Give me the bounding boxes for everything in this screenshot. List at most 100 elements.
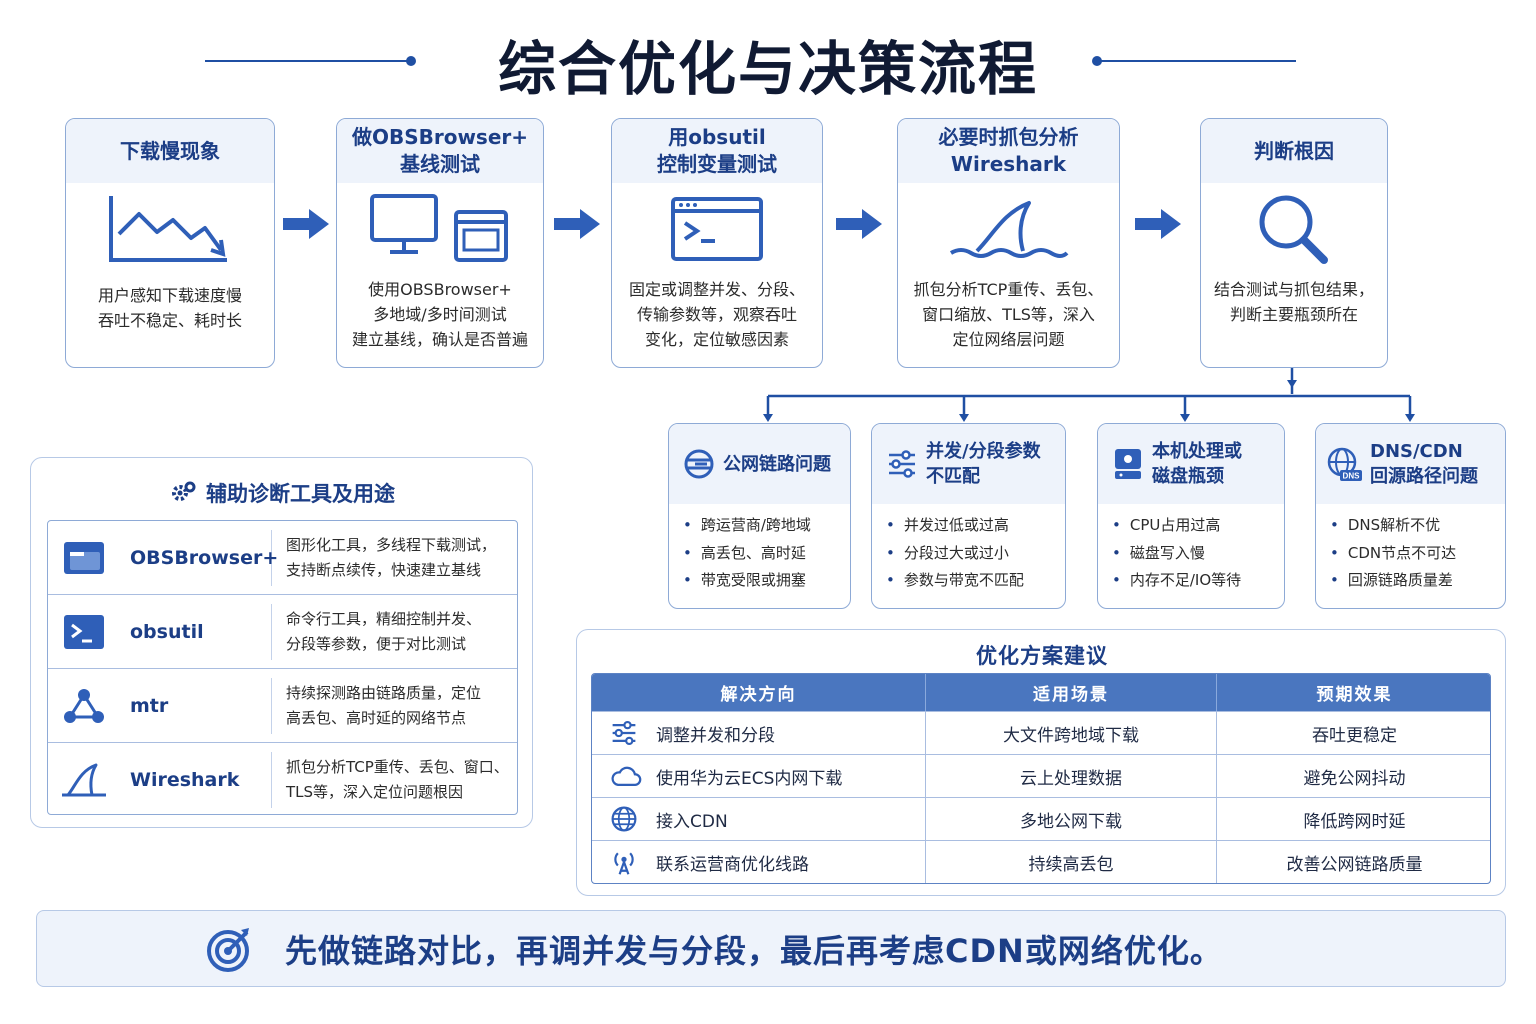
title-left-dot xyxy=(406,56,416,66)
tool-name: mtr xyxy=(120,677,272,734)
tool-row-obsutil: obsutil 命令行工具，精细控制并发、 分段等参数，便于对比测试 xyxy=(48,595,517,669)
page-title: 综合优化与决策流程 xyxy=(497,35,1038,103)
row-direction: 调整并发和分段 xyxy=(656,725,775,746)
row-effect: 改善公网链路质量 xyxy=(1286,854,1423,875)
sliders-icon xyxy=(612,720,636,746)
tool-desc-line: TLS等，深入定位问题根因 xyxy=(286,783,464,801)
flow-arrow xyxy=(1135,209,1181,239)
header-effect: 预期效果 xyxy=(1316,685,1393,705)
dns-globe-icon: DNS xyxy=(1327,447,1362,481)
problem-item: CDN节点不可达 xyxy=(1330,540,1505,568)
problem-title-line: 本机处理或 xyxy=(1152,441,1242,462)
tools-panel-title: 辅助诊断工具及用途 xyxy=(31,478,534,510)
step-card-baseline: 做OBSBrowser+ 基线测试 使用OBSBrowser+ 多地域/多时间测… xyxy=(336,118,544,368)
problem-card-local-disk: 本机处理或 磁盘瓶颈 CPU占用过高 磁盘写入慢 内存不足/IO等待 xyxy=(1097,423,1285,609)
problem-title-line: 并发/分段参数 xyxy=(926,441,1041,462)
magnifier-icon xyxy=(1201,183,1387,277)
step-desc-line: 建立基线，确认是否普遍 xyxy=(351,330,528,349)
problem-item: 参数与带宽不匹配 xyxy=(886,567,1065,595)
tool-name: Wireshark xyxy=(120,752,272,808)
step-desc-line: 判断主要瓶颈所在 xyxy=(1229,305,1358,324)
problem-title-line: 不匹配 xyxy=(926,466,980,487)
tool-row-wireshark: Wireshark 抓包分析TCP重传、丢包、窗口、 TLS等，深入定位问题根因 xyxy=(48,743,517,814)
problem-item: 分段过大或过小 xyxy=(886,540,1065,568)
step-card-root-cause: 判断根因 结合测试与抓包结果， 判断主要瓶颈所在 xyxy=(1200,118,1388,368)
step-title-line: 基线测试 xyxy=(399,152,480,176)
tool-name: OBSBrowser+ xyxy=(120,529,278,586)
row-direction: 使用华为云ECS内网下载 xyxy=(656,768,843,789)
step-title: 判断根因 xyxy=(1201,119,1387,183)
step-desc-line: 变化，定位敏感因素 xyxy=(644,330,789,349)
tool-desc-line: 图形化工具，多线程下载测试， xyxy=(286,535,497,554)
step-desc-line: 使用OBSBrowser+ xyxy=(368,280,512,299)
step-desc-line: 吞吐不稳定、耗时长 xyxy=(97,311,242,330)
problem-items: DNS解析不优 CDN节点不可达 回源链路质量差 xyxy=(1316,504,1505,595)
terminal-icon xyxy=(612,183,822,277)
step-title-line: 下载慢现象 xyxy=(120,138,220,163)
title-left-line xyxy=(205,60,410,62)
row-scenario: 多地公网下载 xyxy=(926,798,1217,840)
tool-row-mtr: mtr 持续探测路由链路质量，定位 高丢包、高时延的网络节点 xyxy=(48,669,517,743)
step-title-line: 用obsutil xyxy=(668,125,766,149)
optimization-title: 优化方案建议 xyxy=(976,644,1108,668)
tool-desc-line: 命令行工具，精细控制并发、 xyxy=(286,609,482,628)
step-desc-line: 窗口缩放、TLS等，深入 xyxy=(922,305,1095,324)
signal-tower-icon xyxy=(614,852,634,875)
step-title: 做OBSBrowser+ 基线测试 xyxy=(337,119,543,183)
network-globe-icon xyxy=(684,449,714,479)
flow-arrow xyxy=(836,209,882,239)
tool-desc-line: 持续探测路由链路质量，定位 xyxy=(286,683,482,702)
title-right-dot xyxy=(1092,56,1102,66)
step-title: 下载慢现象 xyxy=(66,119,274,183)
tools-panel: 辅助诊断工具及用途 OBSBrowser+ 图形化工具，多线程下载测试， 支持断… xyxy=(30,457,533,828)
row-direction: 接入CDN xyxy=(656,811,728,832)
title-right-line xyxy=(1100,60,1296,62)
step-desc-line: 定位网络层问题 xyxy=(952,330,1065,349)
step-title-line: 做OBSBrowser+ xyxy=(351,125,529,149)
row-effect: 降低跨网时延 xyxy=(1303,811,1406,832)
trend-down-chart-icon xyxy=(66,183,274,275)
branch-connector xyxy=(763,368,1415,422)
optimization-panel: 优化方案建议 解决方向 适用场景 预期效果 调整并发和分段 大文件跨地域下载 吞… xyxy=(576,629,1506,896)
step-desc-line: 用户感知下载速度慢 xyxy=(97,286,242,305)
step-title-line: 控制变量测试 xyxy=(657,152,777,176)
globe-icon xyxy=(611,806,637,832)
browser-window-icon xyxy=(64,541,104,574)
problem-card-public-network: 公网链路问题 跨运营商/跨地域 高丢包、高时延 带宽受限或拥塞 xyxy=(668,423,851,609)
target-icon xyxy=(207,927,249,972)
step-title: 用obsutil 控制变量测试 xyxy=(612,119,822,183)
optimization-row: 使用华为云ECS内网下载 云上处理数据 避免公网抖动 xyxy=(592,754,1490,797)
svg-text:DNS: DNS xyxy=(1343,472,1361,481)
row-direction: 联系运营商优化线路 xyxy=(656,854,809,875)
shark-fin-icon xyxy=(898,183,1119,277)
tool-name: obsutil xyxy=(120,603,272,660)
step-card-wireshark: 必要时抓包分析 Wireshark 抓包分析TCP重传、丢包、 窗口缩放、TLS… xyxy=(897,118,1120,368)
flow-arrow xyxy=(283,209,329,239)
problem-item: 内存不足/IO等待 xyxy=(1112,567,1284,595)
step-desc-line: 抓包分析TCP重传、丢包、 xyxy=(913,280,1104,299)
header-scenario: 适用场景 xyxy=(926,674,1217,711)
network-nodes-icon xyxy=(64,688,104,723)
optimization-row: 调整并发和分段 大文件跨地域下载 吞吐更稳定 xyxy=(592,711,1490,754)
problem-card-concurrency: 并发/分段参数 不匹配 并发过低或过高 分段过大或过小 参数与带宽不匹配 xyxy=(871,423,1066,609)
sliders-icon xyxy=(889,450,915,478)
shark-fin-icon xyxy=(62,763,106,797)
terminal-icon xyxy=(64,614,104,649)
gear-icon xyxy=(170,481,196,510)
tool-desc-line: 高丢包、高时延的网络节点 xyxy=(286,708,467,727)
problem-items: CPU占用过高 磁盘写入慢 内存不足/IO等待 xyxy=(1098,504,1284,595)
optimization-row: 联系运营商优化线路 持续高丢包 改善公网链路质量 xyxy=(592,840,1490,883)
row-effect: 避免公网抖动 xyxy=(1303,768,1406,789)
step-card-obsutil: 用obsutil 控制变量测试 固定或调整并发、分段、 传输参数等，观察吞吐 变… xyxy=(611,118,823,368)
problem-card-dns-cdn: DNS DNS/CDN 回源路径问题 DNS解析不优 CDN节点不可达 回源链路… xyxy=(1315,423,1506,609)
row-scenario: 云上处理数据 xyxy=(926,755,1217,797)
monitor-window-icon xyxy=(337,183,543,277)
problem-items: 跨运营商/跨地域 高丢包、高时延 带宽受限或拥塞 xyxy=(669,504,850,595)
problem-item: DNS解析不优 xyxy=(1330,512,1505,540)
problem-title-line: DNS/CDN xyxy=(1370,441,1463,462)
tools-title-text: 辅助诊断工具及用途 xyxy=(206,482,395,506)
tools-table: OBSBrowser+ 图形化工具，多线程下载测试， 支持断点续传，快速建立基线… xyxy=(47,520,518,815)
tool-row-obsbrowser: OBSBrowser+ 图形化工具，多线程下载测试， 支持断点续传，快速建立基线 xyxy=(48,521,517,595)
header-direction: 解决方向 xyxy=(592,674,926,711)
step-title-line: 判断根因 xyxy=(1254,138,1334,163)
